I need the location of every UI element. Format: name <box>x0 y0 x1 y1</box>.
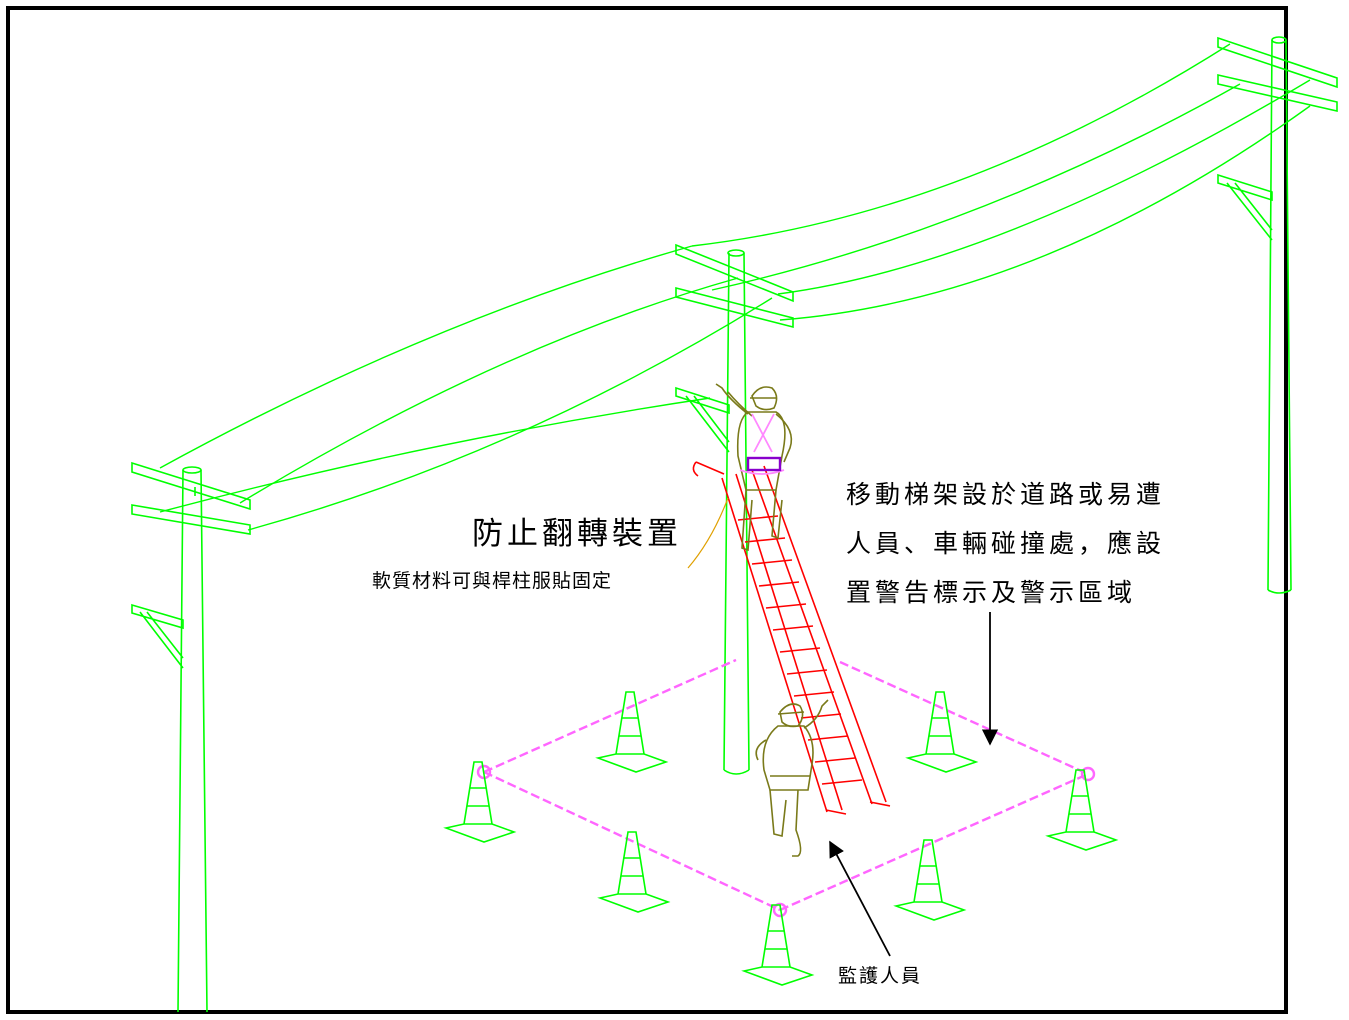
traffic-cone <box>595 691 669 773</box>
supervisor-label: 監護人員 <box>838 965 923 987</box>
traffic-cone <box>741 904 815 986</box>
climbing-worker <box>715 383 793 552</box>
anti-overturn-title: 防止翻轉裝置 <box>472 516 682 552</box>
supervising-worker <box>755 699 829 857</box>
warning-zone-note: 移動梯架設於道路或易遭 人員、車輛碰撞處，應設 置警告標示及警示區域 <box>846 470 1165 617</box>
traffic-cone <box>597 831 671 913</box>
traffic-cone <box>905 691 979 773</box>
traffic-cones <box>443 691 1119 986</box>
warning-rope <box>476 658 1096 918</box>
utility-pole-right <box>1217 36 1338 594</box>
tool-belt <box>746 456 782 472</box>
supervisor-arrow <box>829 840 891 957</box>
traffic-cone <box>893 839 967 921</box>
extension-ladder <box>692 461 891 815</box>
power-lines <box>159 43 1311 531</box>
traffic-cone <box>1045 769 1119 851</box>
drawing-frame <box>6 6 1288 1014</box>
warning-line: 移動梯架設於道路或易遭 <box>846 480 1166 509</box>
warning-line: 人員、車輛碰撞處，應設 <box>846 529 1166 558</box>
utility-pole-left <box>131 461 251 1013</box>
anti-overturn-leader <box>687 497 729 569</box>
traffic-cone <box>443 761 517 843</box>
anti-overturn-note: 軟質材料可與桿柱服貼固定 <box>372 570 613 592</box>
utility-pole-middle <box>675 243 794 775</box>
warning-line: 置警告標示及警示區域 <box>846 578 1137 607</box>
